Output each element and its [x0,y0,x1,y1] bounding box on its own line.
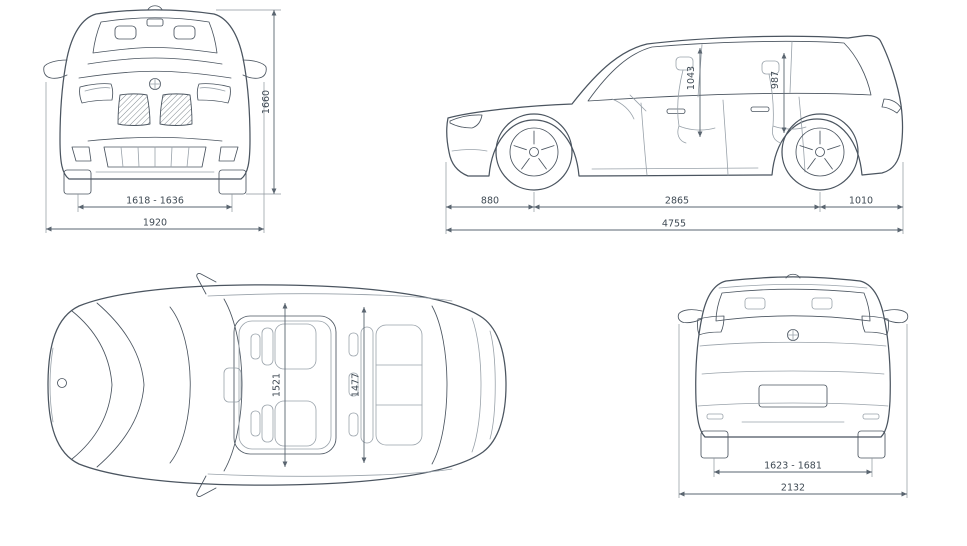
mirror-width-label: 2132 [781,483,805,494]
bmw-roundel-hood [57,378,67,388]
left-reflector [706,413,724,420]
windshield-edges [169,298,243,472]
dash-steering [611,94,647,120]
front-door-handle [666,108,686,114]
front-track-label: 1618 - 1636 [126,196,184,207]
front-overhang-label: 880 [481,196,499,207]
top-body-outline [47,284,507,486]
front-seat-headrest [675,56,694,71]
front-headroom-label: 1043 [686,66,697,90]
front-bumper-inner [49,347,54,423]
bumper-top-line [87,136,223,142]
antenna-fin [147,5,163,10]
rear-headrest-left [744,297,766,310]
rear-body-outline [695,276,891,438]
top-mirrors [196,273,217,497]
rear-left-tire [700,430,729,459]
rear-door-handle [750,106,770,112]
rear-headrest-right [811,297,833,310]
side-headlight [449,114,483,129]
side-view-dimensions: 1043 987 880 2865 1010 4755 [445,48,904,234]
extension-lines [45,9,281,233]
side-interior-sketch [611,56,807,144]
front-body-outline [59,9,251,180]
front-headrest-right [173,25,196,40]
rear-bumper-line [697,402,889,407]
front-bumper-line [451,149,488,152]
side-taillight [881,98,902,114]
front-left-tire [63,169,92,195]
rear-shoulder-label: 1477 [351,373,362,397]
center-console [223,367,242,403]
side-view: 1043 987 880 2865 1010 4755 [445,34,904,234]
front-view-dimensions: 1660 1618 - 1636 1920 [45,9,281,233]
top-front-seats [223,323,317,447]
side-body-outline [446,34,904,177]
rear-window-edge [431,305,448,465]
lower-grille-slats [120,146,190,168]
rear-seat-headrest [761,60,780,75]
rear-headroom-label: 987 [770,71,781,89]
rear-window [715,288,871,322]
extension-lines [678,324,908,498]
door-seams [640,96,806,176]
spoiler-line [718,283,868,289]
tailgate-lines [471,317,496,453]
roundel-cross [149,78,161,90]
rear-view: 1623 - 1681 2132 [677,273,909,498]
front-view: 1660 1618 - 1636 1920 [43,5,281,233]
taillights [697,315,889,336]
right-reflector [862,413,880,420]
front-wheel [495,113,573,191]
extension-lines [445,162,904,234]
top-view: 1521 1477 [47,273,507,497]
height-label: 1660 [261,90,272,114]
wheelbase-label: 2865 [665,196,689,207]
rear-seat-profile [768,73,807,144]
windshield [92,17,218,54]
front-headrest-left [114,25,137,40]
greenhouse-glass [587,40,872,102]
interior-mirror [146,18,164,27]
kidney-grille [117,93,193,126]
side-mirrors [43,59,267,79]
front-right-tire [218,169,247,195]
rear-right-tire [857,430,886,459]
front-width-label: 1920 [143,218,167,229]
rear-overhang-label: 1010 [849,196,873,207]
length-label: 4755 [662,219,686,230]
rear-mirrors [677,309,909,324]
tailgate-creases [699,341,887,375]
headlights [79,83,231,104]
roundel-cross-rear [787,329,799,341]
rear-track-label: 1623 - 1681 [764,461,822,472]
antenna-fin-rear [785,273,801,279]
rear-view-dimensions: 1623 - 1681 2132 [678,324,908,498]
roof-rails [207,293,453,477]
side-intakes [71,146,239,162]
front-seat-profile [677,69,716,144]
top-view-dimensions: 1521 1477 [272,303,367,467]
front-shoulder-label: 1521 [272,373,283,397]
license-plate-recess [758,384,828,408]
hood-creases-top [71,302,145,468]
hood-creases [78,57,232,79]
rear-wheel [781,113,859,191]
rocker-line [591,167,759,170]
headlight-inner-lines [84,87,226,92]
top-rear-bench [348,324,423,446]
